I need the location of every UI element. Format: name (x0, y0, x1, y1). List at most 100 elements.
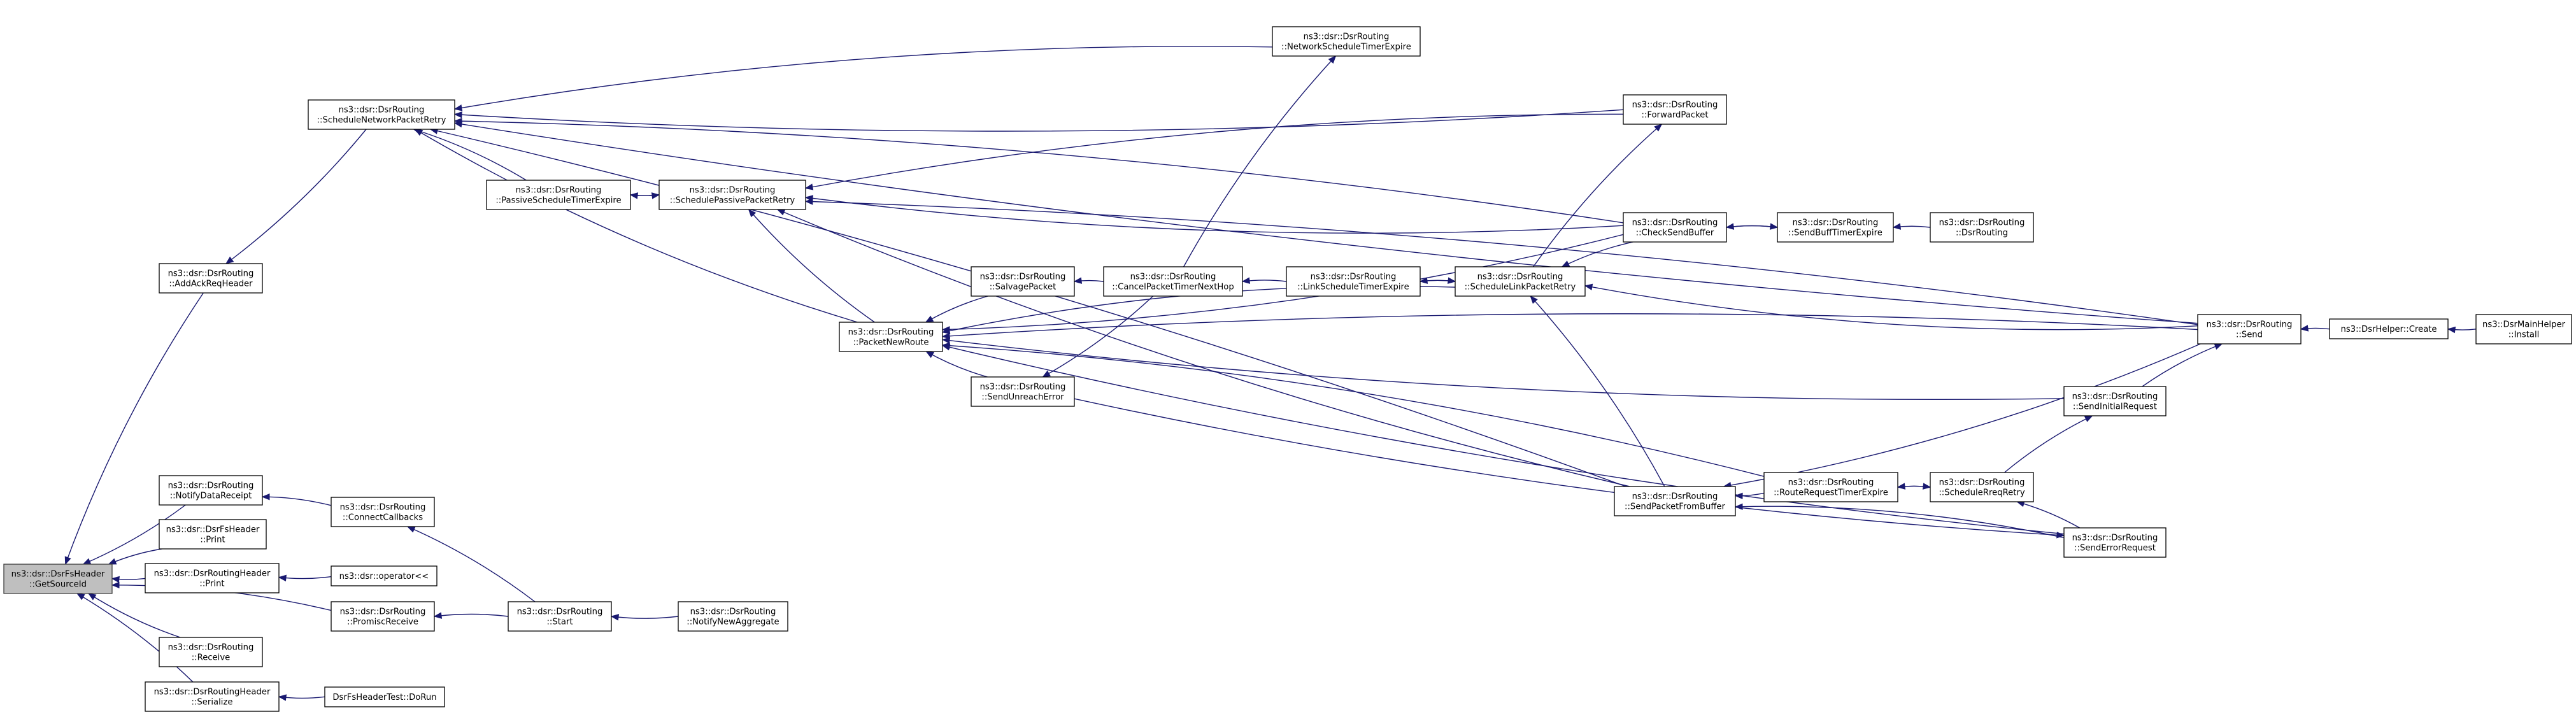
node-schedulenetworkpacketretry[interactable]: ns3::dsr::DsrRouting::ScheduleNetworkPac… (308, 99, 455, 130)
edge-arrowhead (651, 192, 660, 199)
node-label-namespace: ns3::dsr::DsrRoutingHeader (154, 688, 271, 697)
edge-connectcallbacks-to-notifydatareceipt (261, 493, 332, 506)
node-label-namespace: ns3::dsr::DsrRouting (168, 643, 254, 653)
edge-arrowhead (82, 558, 92, 565)
node-box (159, 519, 267, 550)
node-promiscreceive[interactable]: ns3::dsr::DsrRouting::PromiscReceive (331, 601, 435, 632)
node-label-namespace: ns3::dsr::operator<< (339, 572, 429, 581)
node-packetnewroute[interactable]: ns3::dsr::DsrRouting::PacketNewRoute (839, 322, 943, 352)
node-label-method: ::PromiscReceive (347, 618, 418, 627)
edge-operator-to-routingheader-print (278, 574, 332, 582)
node-label-method: ::Send (2236, 330, 2263, 340)
node-label-namespace: ns3::dsr::DsrRouting (1477, 273, 1563, 282)
edge-sendunreacherror-to-senderrorrequest (1074, 398, 2065, 539)
node-networkschedule[interactable]: ns3::dsr::DsrRouting::NetworkScheduleTim… (1272, 26, 1421, 57)
edge-arrowhead (2056, 532, 2065, 539)
node-label-method: ::Install (2508, 330, 2540, 340)
edge-arrowhead (278, 574, 287, 582)
node-notifydatareceipt[interactable]: ns3::dsr::DsrRouting::NotifyDataReceipt (159, 475, 263, 506)
node-label-method: ::SendErrorRequest (2074, 544, 2156, 553)
edge-addackreqheader-to-getsourceid (64, 292, 204, 565)
node-schedulepassive[interactable]: ns3::dsr::DsrRouting::SchedulePassivePac… (658, 180, 806, 210)
node-box (1614, 486, 1736, 516)
node-box (1623, 94, 1727, 125)
edge-arrowhead (610, 614, 620, 621)
node-sendinitialrequest[interactable]: ns3::dsr::DsrRouting::SendInitialRequest (2063, 386, 2167, 416)
node-box (159, 263, 263, 294)
edge-line (454, 46, 1273, 110)
node-label-namespace: ns3::dsr::DsrRouting (1632, 101, 1718, 110)
edge-start-to-promiscreceive (433, 612, 509, 619)
node-routerequesttimer[interactable]: ns3::dsr::DsrRouting::RouteRequestTimerE… (1763, 472, 1898, 502)
node-routingheader-print[interactable]: ns3::dsr::DsrRoutingHeader::Print (145, 563, 280, 593)
node-sendbufftimer[interactable]: ns3::dsr::DsrRouting::SendBuffTimerExpir… (1777, 212, 1894, 243)
node-addackreqheader[interactable]: ns3::dsr::DsrRouting::AddAckReqHeader (159, 263, 263, 294)
edge-arrowhead (925, 351, 935, 358)
node-label-namespace: ns3::dsr::DsrRouting (980, 273, 1066, 282)
node-dsrrouting[interactable]: ns3::dsr::DsrRouting::DsrRouting (1930, 212, 2034, 243)
edge-checksendbuffer-to-schedulelink (1561, 241, 1633, 267)
edge-line (942, 234, 1624, 330)
node-start[interactable]: ns3::dsr::DsrRouting::Start (508, 601, 612, 632)
edge-receive-to-getsourceid (87, 593, 181, 638)
node-helpercreate[interactable]: ns3::DsrHelper::Create (2329, 318, 2449, 339)
edge-line (942, 344, 1765, 477)
node-canceltimer[interactable]: ns3::dsr::DsrRouting::CancelPacketTimerN… (1103, 266, 1243, 297)
node-serialize[interactable]: ns3::dsr::DsrRoutingHeader::Serialize (145, 681, 280, 712)
edges-layer (64, 46, 2477, 701)
node-operator[interactable]: ns3::dsr::operator<< (331, 565, 438, 586)
node-getsourceid: ns3::dsr::DsrFsHeader::GetSourceId (3, 564, 113, 594)
node-box (1286, 266, 1421, 297)
edge-dorun-to-serialize (278, 694, 325, 701)
node-box (971, 376, 1075, 407)
edge-arrowhead (1734, 492, 1743, 500)
edge-linkschedule-to-canceltimer (1241, 277, 1287, 284)
edge-senderrorrequest-to-packetnewroute (941, 344, 2065, 535)
node-label-namespace: ns3::dsr::DsrRouting (1130, 273, 1216, 282)
node-salvagepacket[interactable]: ns3::dsr::DsrRouting::SalvagePacket (971, 266, 1075, 297)
node-linkschedule[interactable]: ns3::dsr::DsrRouting::LinkScheduleTimerE… (1286, 266, 1421, 297)
node-dorun[interactable]: DsrFsHeaderTest::DoRun (324, 686, 445, 707)
node-box (1930, 212, 2034, 243)
node-box (3, 564, 113, 594)
node-box (1103, 266, 1243, 297)
nodes-layer: ns3::dsr::DsrFsHeader::GetSourceIdns3::d… (3, 26, 2572, 712)
edge-arrowhead (111, 581, 120, 589)
edge-line (88, 593, 181, 638)
node-passiveschedule[interactable]: ns3::dsr::DsrRouting::PassiveScheduleTim… (486, 180, 631, 210)
node-forwardpacket[interactable]: ns3::dsr::DsrRouting::ForwardPacket (1623, 94, 1727, 125)
node-sendpacketfrombuffer[interactable]: ns3::dsr::DsrRouting::SendPacketFromBuff… (1614, 486, 1736, 516)
node-label-method: ::NotifyDataReceipt (170, 492, 252, 501)
edge-line (1074, 398, 2065, 536)
edge-line (942, 339, 2065, 401)
edge-line (434, 613, 509, 617)
edge-arrowhead (2447, 326, 2456, 334)
edge-packetnewroute-to-schedulepassive (748, 209, 875, 323)
node-label-method: ::SalvagePacket (990, 283, 1057, 292)
node-connectcallbacks[interactable]: ns3::dsr::DsrRouting::ConnectCallbacks (331, 497, 435, 527)
node-box (145, 681, 280, 712)
node-sendunreacherror[interactable]: ns3::dsr::DsrRouting::SendUnreachError (971, 376, 1075, 407)
edge-arrowhead (414, 129, 423, 136)
node-fsheader-print[interactable]: ns3::dsr::DsrFsHeader::Print (159, 519, 267, 550)
node-mainhelperinstall[interactable]: ns3::DsrMainHelper::Install (2475, 314, 2572, 344)
node-senderrorrequest[interactable]: ns3::dsr::DsrRouting::SendErrorRequest (2063, 527, 2167, 558)
node-schedulerreq[interactable]: ns3::dsr::DsrRouting::ScheduleRreqRetry (1930, 472, 2034, 502)
edge-sendpacketfrombuffer-to-schedulelink (1530, 295, 1665, 487)
node-box (658, 180, 806, 210)
edge-passiveschedule-to-schedulenetworkpacketretry (413, 128, 527, 181)
edge-arrowhead (225, 256, 234, 264)
node-checksendbuffer[interactable]: ns3::dsr::DsrRouting::CheckSendBuffer (1623, 212, 1727, 243)
node-notifynewaggregate[interactable]: ns3::dsr::DsrRouting::NotifyNewAggregate (678, 601, 788, 632)
edge-arrowhead (278, 694, 287, 701)
node-box (331, 601, 435, 632)
edge-routingheader-print-to-getsourceid (111, 576, 146, 583)
node-send[interactable]: ns3::dsr::DsrRouting::Send (2197, 314, 2302, 344)
edge-arrowhead (453, 120, 463, 128)
node-label-namespace: ns3::dsr::DsrRouting (690, 186, 776, 195)
edge-mainhelperinstall-to-helpercreate (2447, 326, 2477, 334)
node-schedulelink[interactable]: ns3::dsr::DsrRouting::ScheduleLinkPacket… (1455, 266, 1586, 297)
node-receive[interactable]: ns3::dsr::DsrRouting::Receive (159, 637, 263, 667)
node-label-method: ::ScheduleNetworkPacketRetry (317, 116, 446, 125)
